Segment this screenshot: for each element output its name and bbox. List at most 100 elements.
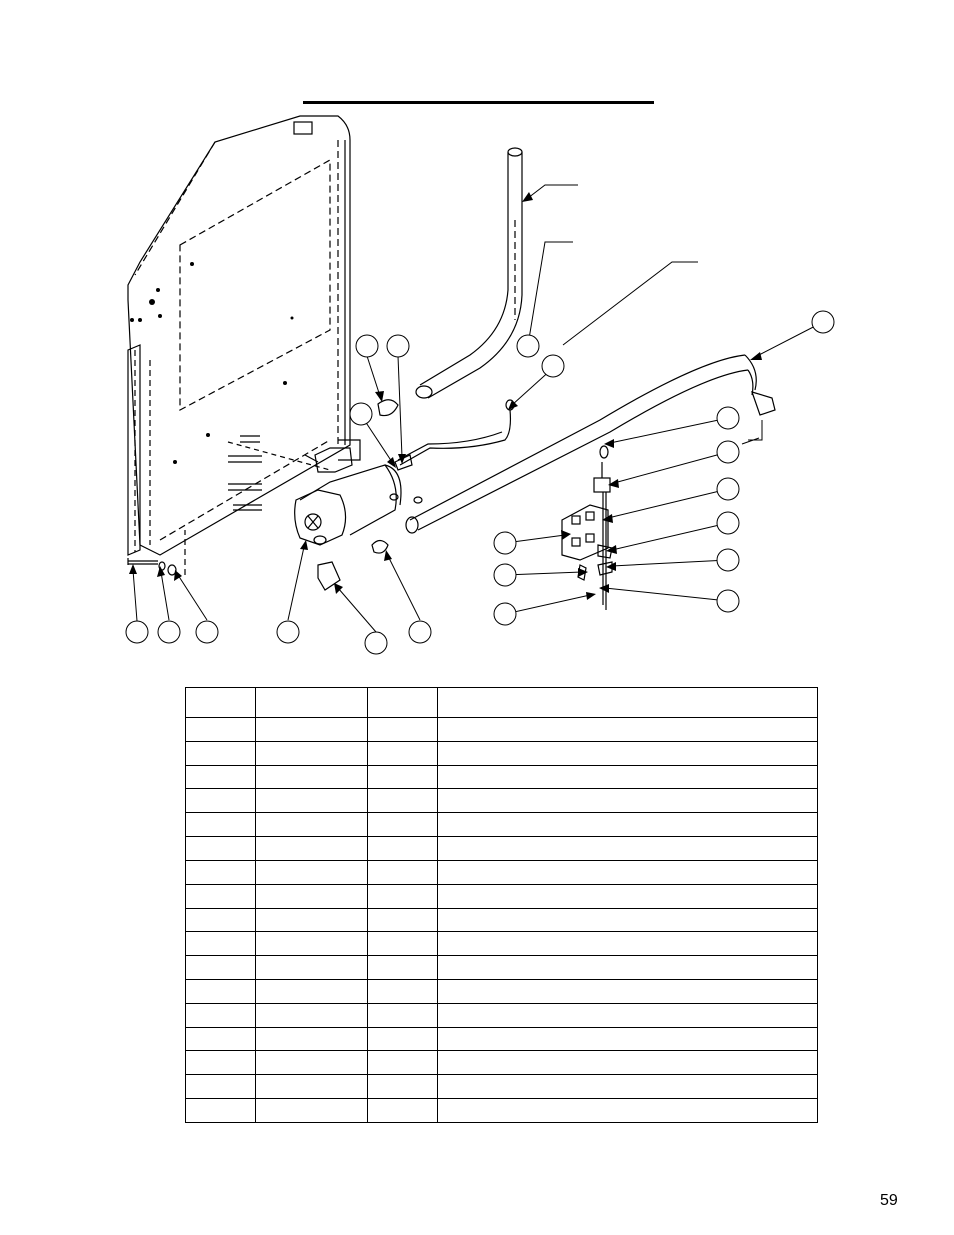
table-cell [437, 836, 818, 861]
table-cell [437, 1050, 818, 1076]
table-cell [367, 812, 438, 838]
table-cell [367, 764, 438, 790]
table-cell [367, 836, 438, 861]
mounting-studs [227, 435, 331, 511]
table-cell [367, 1098, 438, 1123]
table-cell [367, 1050, 438, 1076]
table-cell [367, 1074, 438, 1099]
table-row [185, 1002, 818, 1028]
table-row [185, 955, 818, 980]
table-body [185, 717, 818, 1123]
table-cell [185, 1098, 256, 1123]
table-cell [255, 740, 368, 766]
tube [415, 147, 523, 399]
table-cell [255, 812, 368, 838]
table-row [185, 1026, 818, 1052]
arrowheads [129, 192, 762, 600]
table-cell [437, 883, 818, 909]
table-row [185, 1074, 818, 1099]
table-cell [437, 1026, 818, 1052]
table-cell [367, 955, 438, 980]
exploded-parts-diagram [125, 115, 835, 655]
table-cell [437, 978, 818, 1004]
table-cell [367, 1002, 438, 1028]
table-cell [185, 931, 256, 957]
table-row [185, 812, 818, 838]
table-cell [255, 1002, 368, 1028]
table-cell [437, 907, 818, 933]
table-row [185, 836, 818, 861]
table-cell [437, 955, 818, 980]
table-cell [185, 740, 256, 766]
table-cell [255, 717, 368, 742]
table-cell [437, 859, 818, 885]
table-cell [437, 812, 818, 838]
table-cell [255, 836, 368, 861]
table-cell [185, 812, 256, 838]
table-cell [437, 1002, 818, 1028]
table-row [185, 1050, 818, 1076]
panel-holes [130, 262, 294, 464]
table-cell [185, 788, 256, 814]
table-cell [185, 859, 256, 885]
table-cell [367, 1026, 438, 1052]
table-row [185, 859, 818, 885]
clamps [371, 399, 399, 554]
table-cell [255, 764, 368, 790]
title-underline [303, 101, 654, 104]
table-cell [255, 883, 368, 909]
wire-harness [394, 399, 515, 471]
page-number: 59 [880, 1192, 898, 1209]
table-row [185, 788, 818, 814]
table-row [185, 931, 818, 957]
table-cell [255, 1026, 368, 1052]
callout-balloons [125, 310, 835, 655]
table-cell [255, 788, 368, 814]
table-row [185, 740, 818, 766]
table-cell [185, 836, 256, 861]
table-cell [437, 788, 818, 814]
parts-list-table [185, 687, 818, 1123]
table-cell [437, 1074, 818, 1099]
table-cell [185, 764, 256, 790]
table-cell [185, 1074, 256, 1099]
pump-motor [294, 439, 423, 591]
table-cell [255, 955, 368, 980]
table-cell [255, 931, 368, 957]
table-header-cell [185, 687, 256, 718]
table-cell [367, 740, 438, 766]
table-cell [185, 907, 256, 933]
table-row [185, 978, 818, 1004]
table-cell [367, 717, 438, 742]
table-cell [255, 1074, 368, 1099]
table-cell [185, 883, 256, 909]
table-cell [185, 1002, 256, 1028]
table-header-cell [367, 687, 438, 718]
table-cell [367, 931, 438, 957]
table-cell [185, 955, 256, 980]
table-cell [437, 740, 818, 766]
table-cell [255, 978, 368, 1004]
table-cell [255, 907, 368, 933]
table-cell [367, 788, 438, 814]
table-header-cell [437, 687, 818, 718]
table-cell [255, 859, 368, 885]
table-cell [185, 978, 256, 1004]
table-cell [437, 931, 818, 957]
table-cell [185, 1026, 256, 1052]
table-row [185, 1098, 818, 1123]
table-cell [255, 1050, 368, 1076]
hose [405, 354, 776, 534]
table-cell [185, 717, 256, 742]
table-header-cell [255, 687, 368, 718]
table-cell [255, 1098, 368, 1123]
table-cell [437, 717, 818, 742]
table-row [185, 883, 818, 909]
table-row [185, 907, 818, 933]
table-row [185, 764, 818, 790]
table-cell [367, 883, 438, 909]
table-header-row [185, 687, 818, 718]
table-cell [185, 1050, 256, 1076]
switch-assembly [561, 445, 613, 610]
panel-frame [127, 115, 351, 556]
